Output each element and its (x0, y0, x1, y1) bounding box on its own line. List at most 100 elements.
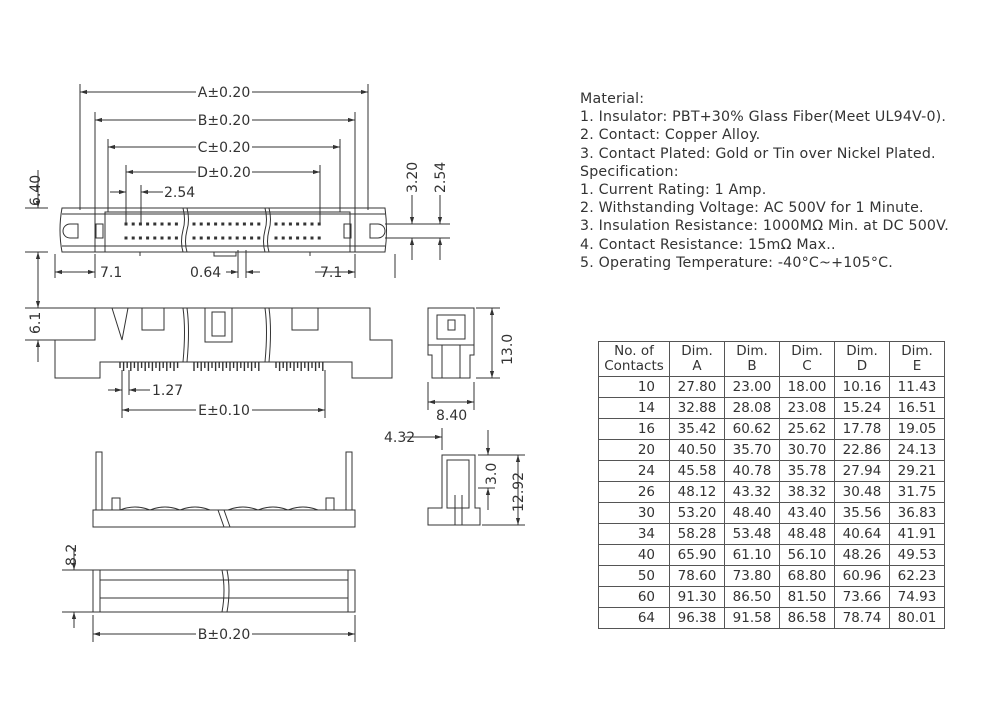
cell-dim: 53.20 (669, 502, 725, 524)
spec-line: 2. Contact: Copper Alloy. (580, 127, 761, 144)
cell-dim: 23.08 (779, 397, 835, 419)
cell-dim: 38.32 (779, 481, 835, 503)
cell-dim: 25.62 (779, 418, 835, 440)
width-432-label: 4.32 (384, 430, 415, 446)
pin (131, 222, 135, 226)
pin (250, 236, 254, 240)
pin (131, 236, 135, 240)
pin (167, 236, 171, 240)
cell-dim: 49.53 (889, 544, 945, 566)
cell-dim: 53.48 (724, 523, 780, 545)
dim-254b-label: 2.54 (433, 162, 449, 193)
pin (153, 222, 157, 226)
pin (235, 222, 239, 226)
cell-contacts: 30 (598, 502, 670, 524)
cell-dim: 28.08 (724, 397, 780, 419)
cell-dim: 23.00 (724, 376, 780, 398)
header-dim-c: Dim.C (779, 341, 835, 377)
pin (288, 222, 292, 226)
cell-dim: 48.26 (834, 544, 890, 566)
pin (296, 222, 300, 226)
pin (221, 222, 225, 226)
cell-dim: 35.70 (724, 439, 780, 461)
pin (146, 236, 150, 240)
top-view (59, 207, 387, 257)
cell-dim: 45.58 (669, 460, 725, 482)
cell-dim: 86.58 (779, 607, 835, 629)
spec-line: 1. Current Rating: 1 Amp. (580, 182, 767, 199)
pin (206, 236, 210, 240)
cell-contacts: 60 (598, 586, 670, 608)
pin (317, 236, 321, 240)
cell-dim: 22.86 (834, 439, 890, 461)
pin (174, 222, 178, 226)
pin (206, 222, 210, 226)
cell-dim: 36.83 (889, 502, 945, 524)
height-1292-label: 12.92 (511, 472, 527, 512)
pin (257, 222, 261, 226)
pin (167, 222, 171, 226)
cell-dim: 10.16 (834, 376, 890, 398)
spec-line: 3. Insulation Resistance: 1000MΩ Min. at… (580, 218, 949, 235)
spec-line: 5. Operating Temperature: -40°C~+105°C. (580, 254, 893, 271)
dim-e-label: E±0.10 (198, 403, 250, 419)
cell-contacts: 40 (598, 544, 670, 566)
cell-contacts: 26 (598, 481, 670, 503)
pin (296, 236, 300, 240)
pin (317, 222, 321, 226)
pin (214, 222, 218, 226)
pin (310, 236, 314, 240)
width-71-left-label: 7.1 (100, 265, 122, 281)
cell-contacts: 24 (598, 460, 670, 482)
pitch-254-label: 2.54 (164, 185, 195, 201)
pin (138, 222, 142, 226)
dim-b-bottom-label: B±0.20 (198, 627, 251, 643)
pin (281, 222, 285, 226)
cell-dim: 80.01 (889, 607, 945, 629)
spec-line: Material: (580, 91, 645, 107)
cell-contacts: 16 (598, 418, 670, 440)
pin (124, 236, 128, 240)
dim-b-label: B±0.20 (198, 113, 251, 129)
pin (310, 222, 314, 226)
pin (138, 236, 142, 240)
spec-line: 2. Withstanding Voltage: AC 500V for 1 M… (580, 200, 924, 217)
pin (281, 236, 285, 240)
mount-hole-left (62, 223, 79, 239)
header-dim-e: Dim.E (889, 341, 945, 377)
mount-hole-right (369, 223, 386, 239)
pin (235, 236, 239, 240)
cell-dim: 78.74 (834, 607, 890, 629)
pin (146, 222, 150, 226)
cell-dim: 43.32 (724, 481, 780, 503)
cell-dim: 48.12 (669, 481, 725, 503)
pin (192, 222, 196, 226)
cell-contacts: 10 (598, 376, 670, 398)
dim-a-label: A±0.20 (198, 85, 250, 101)
width-064-label: 0.64 (190, 265, 221, 281)
cell-dim: 16.51 (889, 397, 945, 419)
cell-dim: 96.38 (669, 607, 725, 629)
cell-dim: 48.40 (724, 502, 780, 524)
pin (288, 236, 292, 240)
pin (303, 236, 307, 240)
pin-grid (124, 222, 321, 240)
cell-dim: 60.62 (724, 418, 780, 440)
cell-dim: 35.56 (834, 502, 890, 524)
cell-dim: 68.80 (779, 565, 835, 587)
side-view-2 (427, 454, 481, 526)
cell-dim: 18.00 (779, 376, 835, 398)
pin (274, 236, 278, 240)
cell-dim: 74.93 (889, 586, 945, 608)
cell-contacts: 50 (598, 565, 670, 587)
cell-dim: 65.90 (669, 544, 725, 566)
cell-dim: 43.40 (779, 502, 835, 524)
cell-dim: 27.80 (669, 376, 725, 398)
